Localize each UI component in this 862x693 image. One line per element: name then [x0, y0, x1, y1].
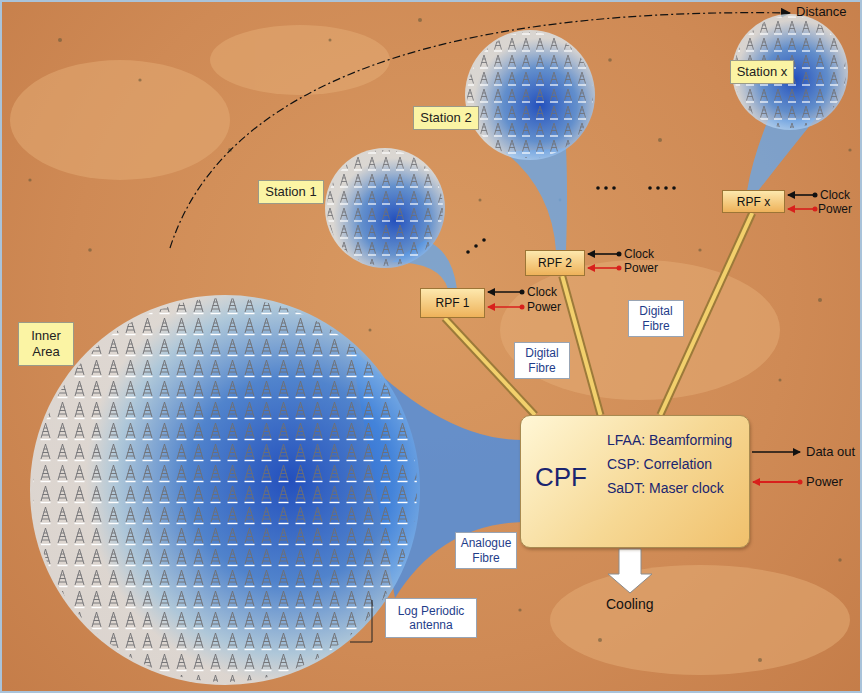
node-title: Inner Area: [24, 328, 68, 359]
signal-label: Cooling: [606, 596, 653, 612]
node-title: Analogue Fibre: [461, 536, 512, 565]
signal-label: Clock: [820, 188, 850, 202]
node-text: SaDT: Maser clock: [607, 480, 724, 496]
axis-label: Distance: [796, 4, 847, 19]
fibre-label: Digital Fibre: [628, 300, 684, 337]
signal-label: Power: [527, 300, 561, 314]
fibre-label: Analogue Fibre: [455, 532, 517, 569]
node-title: Station 2: [420, 110, 471, 126]
node-text: CSP: Correlation: [607, 456, 712, 472]
signal-label: Power: [818, 202, 852, 216]
node-title: CPF: [535, 462, 587, 493]
fibre-label: Digital Fibre: [514, 342, 570, 379]
node-title: RPF x: [737, 195, 770, 209]
cpf-box: CPF LFAA: BeamformingCSP: CorrelationSaDT…: [520, 415, 750, 548]
signal-label: Clock: [527, 285, 557, 299]
node-title: Digital Fibre: [634, 304, 678, 333]
signal-label: Power: [624, 261, 658, 275]
node-text: LFAA: Beamforming: [607, 432, 732, 448]
station-label: Station x: [730, 60, 794, 84]
antenna-label: Log Periodic antenna: [385, 598, 477, 638]
node-title: Digital Fibre: [520, 346, 564, 375]
station-label: Station 1: [258, 180, 324, 204]
station-label: Station 2: [413, 106, 479, 130]
node-title: Station 1: [265, 184, 316, 200]
signal-label: Clock: [624, 247, 654, 261]
signal-label: Data out: [806, 444, 855, 459]
node-title: RPF 2: [538, 256, 572, 270]
rpf-box: RPF 2: [525, 250, 585, 276]
rpf-box: RPF x: [722, 190, 785, 213]
node-title: RPF 1: [435, 296, 469, 310]
node-title: Station x: [737, 64, 788, 80]
node-title: Log Periodic antenna: [391, 604, 471, 633]
area-label: Inner Area: [18, 322, 74, 366]
rpf-box: RPF 1: [420, 288, 485, 318]
signal-label: Power: [806, 474, 843, 489]
